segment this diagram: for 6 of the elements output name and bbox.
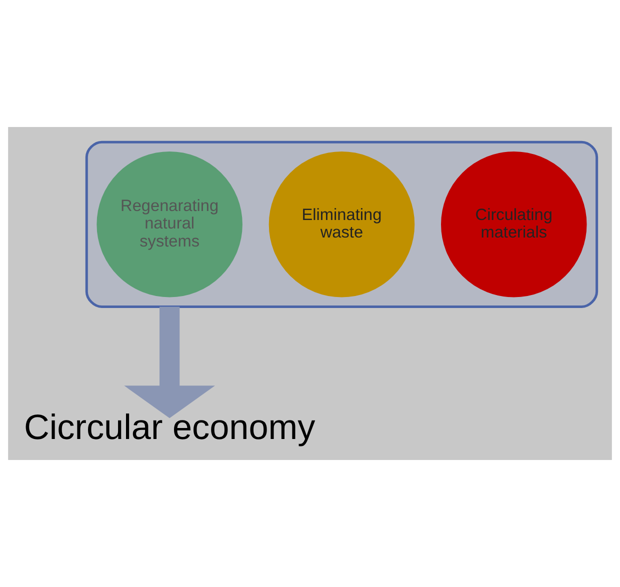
node-circle: Eliminating waste — [268, 152, 415, 298]
arrow — [124, 306, 216, 418]
node-circle: Circulating materials — [441, 152, 587, 298]
node-circle: Regenarating natural systems — [96, 152, 242, 298]
node-text: Cicrcular economy — [24, 408, 316, 448]
cluster — [85, 140, 598, 308]
